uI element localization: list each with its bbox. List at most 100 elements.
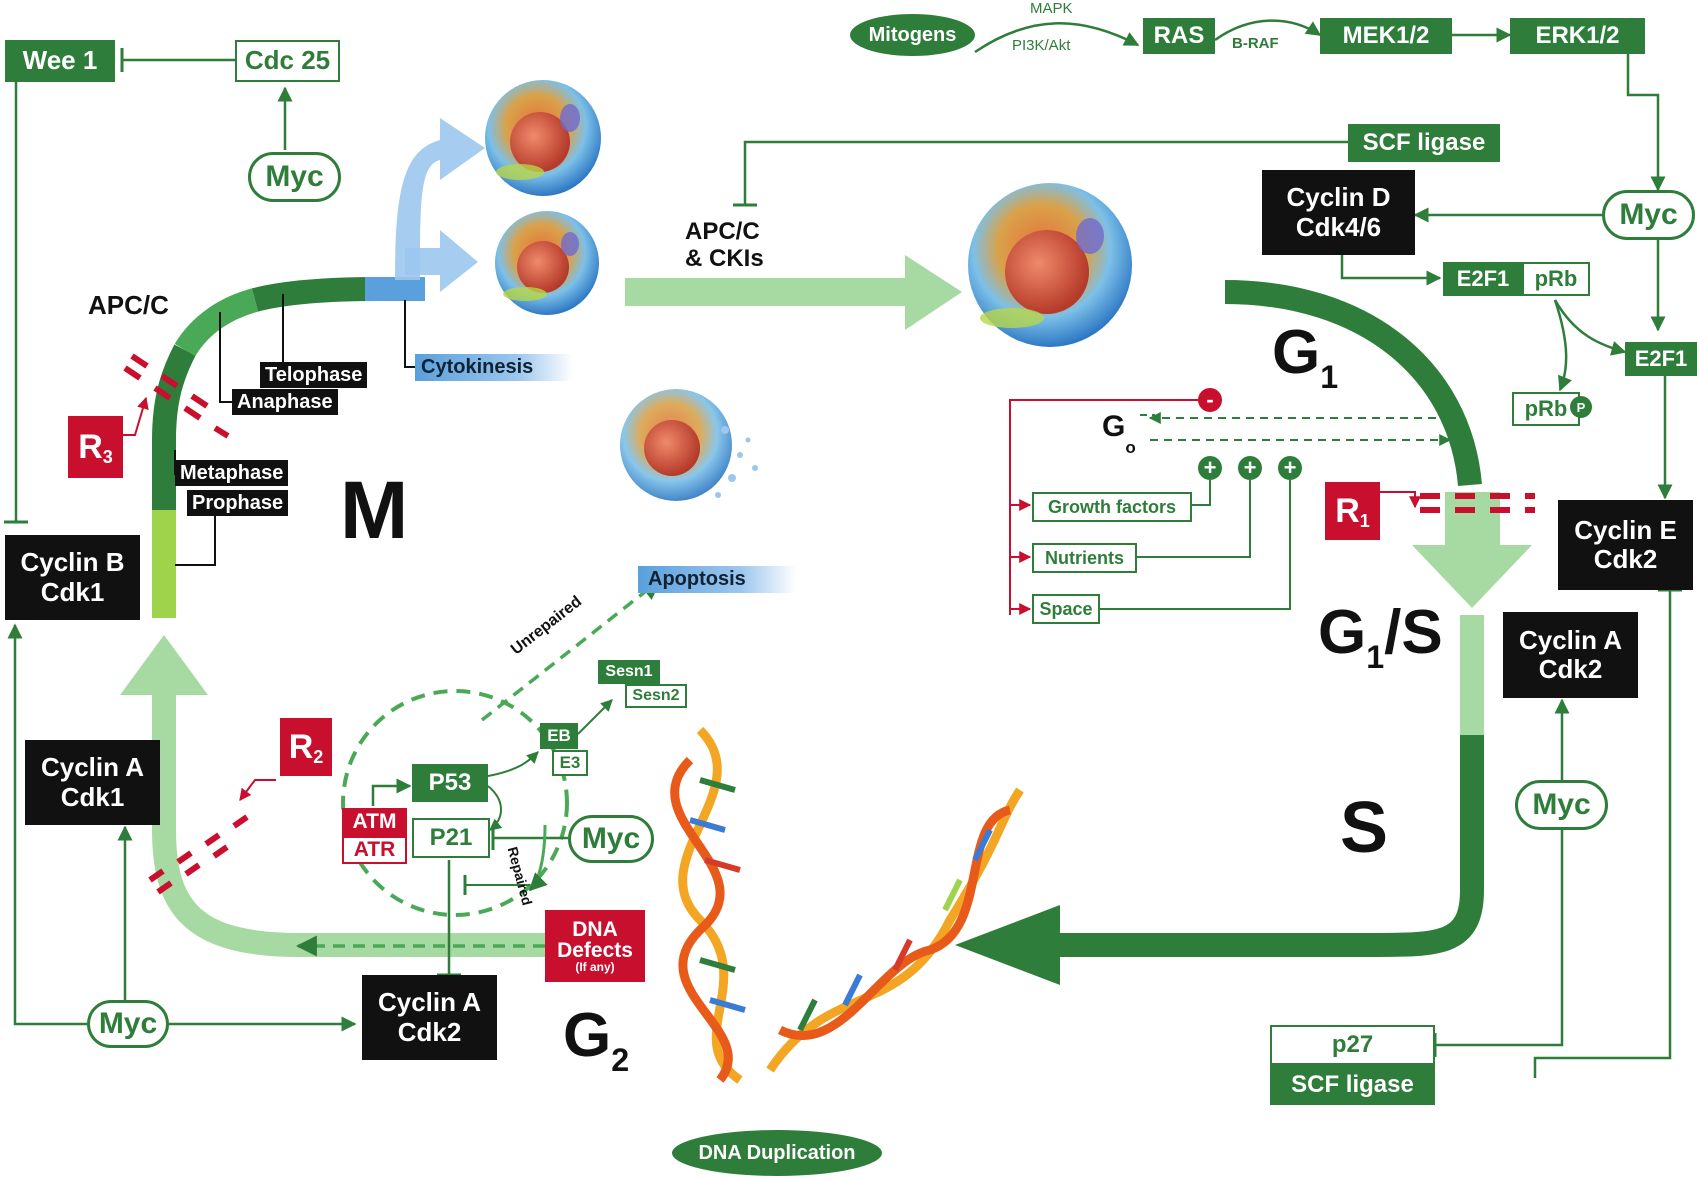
- minus-feedback-line: [1009, 399, 1210, 615]
- sesn2-node: Sesn2: [625, 684, 687, 708]
- r2-dashes: [148, 814, 249, 895]
- dna-helix-right: [766, 787, 1024, 1073]
- cyclin-a-right-label: Cyclin A: [1518, 624, 1623, 655]
- scf-ligase-top: SCF ligase: [1348, 124, 1500, 162]
- cytokinesis-arrow-right: [405, 230, 478, 292]
- dna-defects-line2: Defects: [557, 939, 633, 962]
- prb-node: pRb: [1522, 262, 1590, 296]
- repaired-label: Repaired: [504, 845, 536, 908]
- s-to-g2-arrowhead: [955, 905, 1060, 985]
- ras-node: RAS: [1143, 18, 1215, 54]
- dna-helix-left: [670, 726, 746, 1084]
- cdk2-a-right-label: Cdk2: [1538, 654, 1603, 684]
- growth-factors-node: Growth factors: [1032, 492, 1192, 522]
- g1s-phase-label: G1/S: [1318, 598, 1443, 675]
- atm-to-p53-arrow: [371, 778, 412, 806]
- braf-label: B-RAF: [1232, 35, 1279, 52]
- cell-g1: [968, 183, 1132, 347]
- metaphase-label: Metaphase: [175, 460, 289, 486]
- cytokinesis-label: Cytokinesis: [415, 354, 574, 381]
- cyclind-to-e2f1-arrow: [1340, 255, 1442, 286]
- myc-checkpoint: Myc: [568, 815, 654, 863]
- myc-left-top: Myc: [248, 152, 341, 202]
- cytokinesis-tick: [404, 300, 415, 368]
- mitogens-to-ras-curve: [974, 22, 1140, 54]
- apc-ckis-label-1: APC/C: [685, 218, 760, 245]
- cyclin-e-cdk2-node: Cyclin E Cdk2: [1558, 500, 1693, 590]
- cdk1-b-label: Cdk1: [40, 576, 105, 607]
- atr-node: ATR: [342, 836, 407, 864]
- p53-to-eb-arrow: [487, 751, 539, 777]
- r1-dashes: [1420, 493, 1535, 513]
- scf-ligase-bottom: SCF ligase: [1270, 1065, 1435, 1105]
- cdk2-left-label: Cdk2: [397, 1016, 462, 1047]
- dna-defects-line1: DNA: [572, 918, 618, 941]
- sesn1-node: Sesn1: [598, 660, 660, 684]
- erk-to-myc-arrow: [1626, 50, 1666, 192]
- cyclin-a-cdk2-left-node: Cyclin A Cdk2: [362, 975, 497, 1060]
- prb-split-to-e2f1: [1553, 299, 1627, 356]
- plus-icon-3: +: [1278, 456, 1302, 480]
- eb-to-sesn-arrow: [577, 699, 613, 735]
- myc-left-bottom: Myc: [87, 1000, 169, 1048]
- g0-label: Go: [1102, 410, 1136, 457]
- dna-duplication-label: DNA Duplication: [672, 1130, 882, 1176]
- scf-inhibits-apc-line: [743, 140, 1380, 205]
- apcc-label: APC/C: [88, 290, 169, 320]
- p27-node: p27: [1270, 1025, 1435, 1065]
- cycline-inhibits-p27: [1533, 590, 1672, 1078]
- g1-to-s-arrow: [1412, 492, 1532, 608]
- prb-split-to-prb: [1553, 299, 1572, 392]
- cyclin-a-cdk2-right-node: Cyclin A Cdk2: [1503, 612, 1638, 698]
- cyclin-b-cdk1-node: Cyclin B Cdk1: [5, 535, 140, 620]
- cdk2-e-label: Cdk2: [1593, 544, 1658, 574]
- cell-apoptosis: [620, 389, 758, 501]
- r2-pointer: [239, 779, 276, 801]
- g1-phase-label: G1: [1272, 318, 1339, 395]
- p53-node: P53: [412, 764, 488, 802]
- pi3k-label: PI3K/Akt: [1012, 37, 1071, 54]
- space-node: Space: [1032, 594, 1100, 624]
- s-phase-arc: [1040, 735, 1484, 957]
- cytokinesis-arrow-up: [395, 118, 485, 280]
- cell-top-2: [495, 211, 599, 315]
- myc-right-bottom: Myc: [1515, 780, 1608, 830]
- plus1-line: [1192, 480, 1211, 506]
- wee1-node: Wee 1: [5, 40, 115, 82]
- plus3-line: [1100, 480, 1291, 610]
- plus-icon-2: +: [1238, 456, 1262, 480]
- repaired-arc: [528, 824, 548, 892]
- g2-phase-arc: [152, 690, 545, 957]
- anaphase-tick: [219, 312, 234, 403]
- apoptosis-label: Apoptosis: [638, 566, 796, 593]
- minus-icon: -: [1198, 388, 1222, 412]
- nutrients-node: Nutrients: [1032, 543, 1137, 573]
- e2f1-free-node: E2F1: [1625, 342, 1697, 376]
- cyclin-d-cdk46-node: Cyclin D Cdk4/6: [1262, 170, 1415, 255]
- s-phase-label: S: [1340, 788, 1389, 868]
- phosphate-icon: P: [1570, 396, 1592, 418]
- e2f1-node: E2F1: [1443, 262, 1523, 296]
- g2-to-m-arrowhead: [120, 635, 208, 695]
- prophase-label: Prophase: [187, 490, 289, 516]
- apc-ckis-label-2: & CKIs: [685, 245, 764, 272]
- mapk-label: MAPK: [1030, 0, 1073, 17]
- cyclin-b-label: Cyclin B: [20, 547, 125, 578]
- plus-icon-1: +: [1198, 456, 1222, 480]
- erk-node: ERK1/2: [1510, 18, 1645, 54]
- plus2-line: [1137, 480, 1251, 558]
- g1-phase-arc: [1224, 280, 1482, 487]
- p21-node: P21: [412, 818, 490, 858]
- checkpoint-dashed-circle: [341, 689, 569, 917]
- cdk46-label: Cdk4/6: [1295, 211, 1382, 242]
- ras-to-mek-curve: [1214, 19, 1322, 42]
- dna-defects-node: DNA Defects (If any): [545, 910, 645, 982]
- m-phase-mid: [174, 288, 259, 357]
- m-phase-label: M: [340, 465, 409, 556]
- m-phase-dark-2: [251, 277, 381, 312]
- m-to-g1-arrow: [625, 255, 962, 330]
- mek-node: MEK1/2: [1320, 18, 1452, 54]
